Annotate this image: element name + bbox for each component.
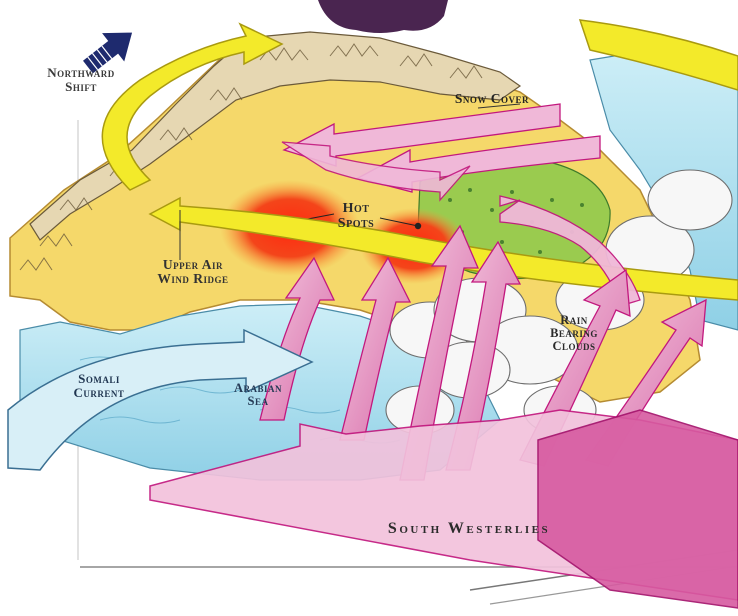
northward-shift-label: Northward Shift	[34, 66, 128, 93]
snow-cover-label: Snow Cover	[412, 92, 572, 106]
rain-bearing-clouds-label: Rain Bearing Clouds	[532, 314, 616, 353]
somali-current-label: Somali Current	[52, 372, 146, 399]
arabian-sea-label: Arabian Sea	[216, 382, 300, 408]
hot-spots-label: Hot Spots	[318, 202, 394, 231]
upper-air-wind-ridge-label: Upper Air Wind Ridge	[132, 258, 254, 286]
top-purple-blob	[318, 0, 448, 33]
south-westerlies-label: South Westerlies	[344, 521, 594, 538]
south-westerlies-right-block	[538, 410, 738, 608]
